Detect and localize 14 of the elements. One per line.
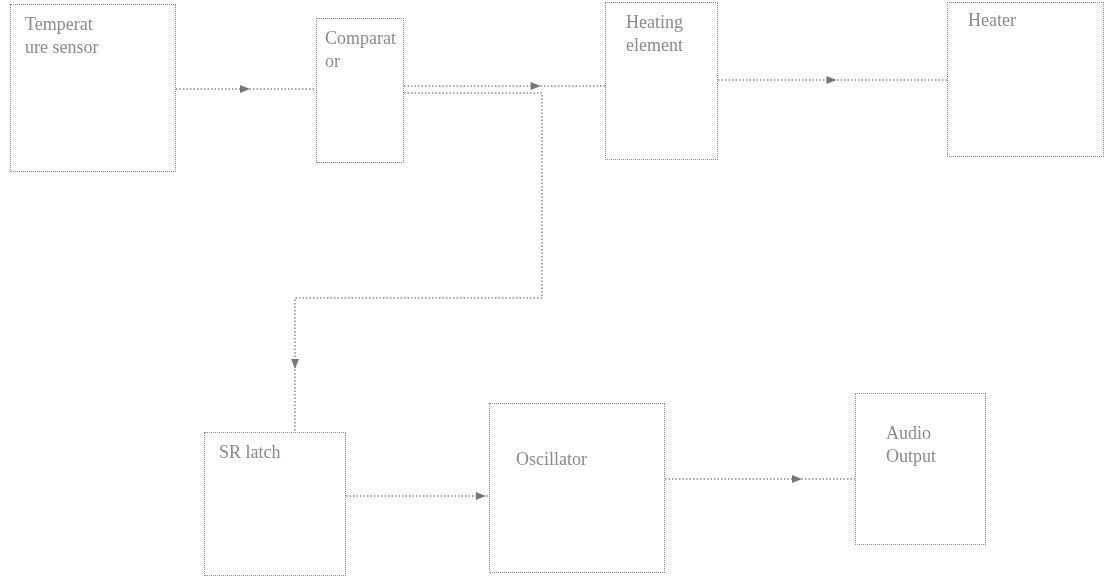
process-box: [489, 403, 665, 573]
process-box: [605, 2, 718, 160]
process-box: [10, 4, 176, 172]
box-label: Temperat ure sensor: [25, 13, 100, 60]
box-label: Oscillator: [516, 448, 588, 471]
box-label: Heater: [968, 9, 1017, 32]
box-label: Audio Output: [886, 422, 937, 469]
box-label: Comparat or: [325, 27, 397, 74]
process-box: [316, 18, 404, 163]
box-label: SR latch: [219, 441, 282, 464]
process-box: [855, 393, 986, 545]
box-label: Heating element: [626, 11, 684, 58]
process-box: [947, 2, 1104, 157]
process-box: [204, 432, 346, 576]
